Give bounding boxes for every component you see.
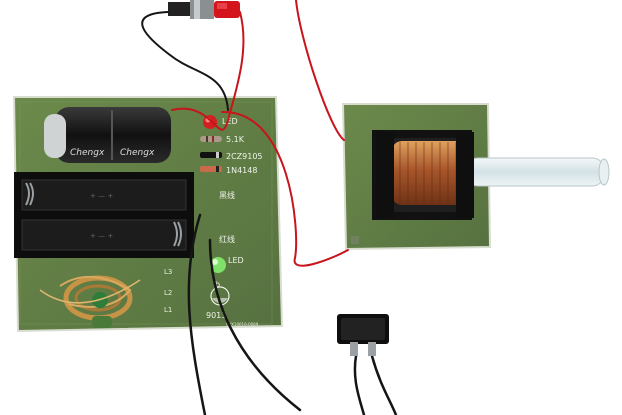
cap-brand-label-2: Chengx (120, 148, 155, 158)
copper-coil (376, 132, 474, 218)
cap-brand-label-1: Chengx (70, 148, 105, 158)
diode-label: 1N4148 (226, 166, 257, 175)
resistor-label: 5.1K (226, 135, 245, 144)
transistor-base-label: b (215, 280, 220, 289)
electrolytic-capacitors: Chengx Chengx (44, 107, 171, 163)
transistor-label: 9013 (206, 311, 226, 320)
coil-l2-label: L2 (164, 289, 172, 297)
main-pcb: Chengx Chengx + — + + — + (12, 96, 284, 333)
led-top-label: LED (222, 117, 238, 126)
battery-holder-marking: + — + (90, 192, 113, 200)
wires (141, 0, 398, 415)
black-wire-label: 黑线 (219, 190, 235, 200)
zener-label: 2CZ9105 (226, 152, 263, 161)
component-column: LED 5.1K 2CZ9105 1N4148 黑线 红线 (200, 115, 263, 244)
red-wire-label: 红线 (219, 234, 235, 244)
green-led: LED (210, 256, 244, 273)
coil-l3-label: L3 (164, 268, 172, 276)
green-led-label: LED (228, 256, 244, 265)
battery-holder-marking-2: + — + (90, 232, 113, 240)
toroid-coil: L3 L2 L1 (39, 268, 172, 328)
coil-l1-label: L1 (164, 306, 172, 314)
resistor (200, 136, 222, 142)
battery-holder: + — + + — + (14, 172, 194, 258)
glass-tube (464, 157, 610, 187)
push-button (168, 0, 240, 19)
board-code-label: CYX10016-0089 (226, 322, 259, 327)
rocker-switch (337, 314, 389, 356)
